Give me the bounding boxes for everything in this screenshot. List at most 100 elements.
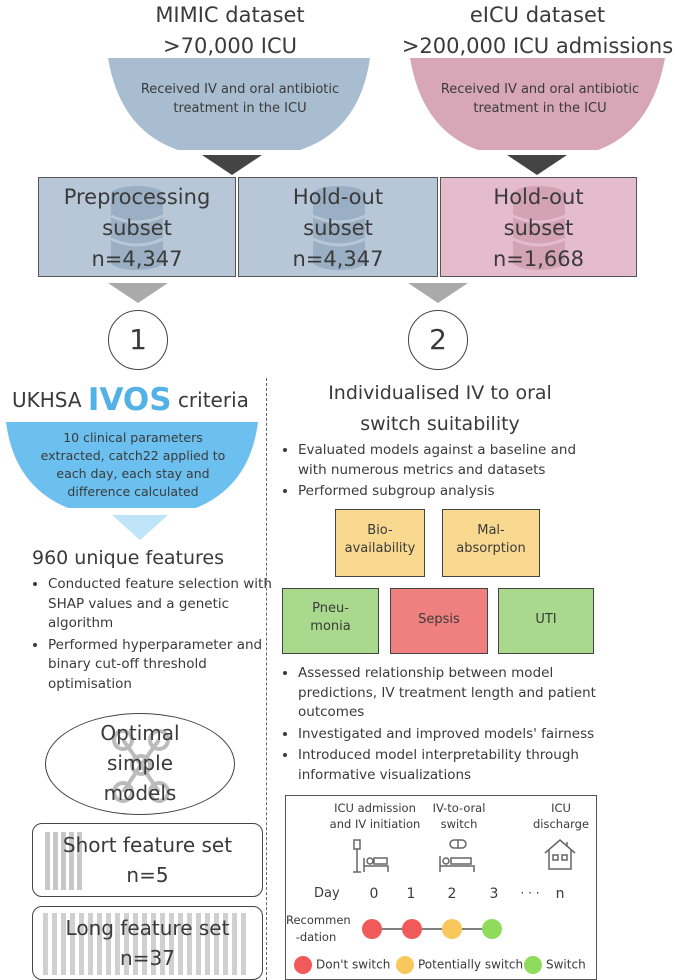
step-1-circle: 1 [108, 310, 168, 370]
short-feature-set-box: Short feature set n=5 [32, 823, 263, 897]
ivos-funnel [6, 422, 258, 540]
database-icon [110, 186, 164, 270]
subgroup-malabsorption: Mal- absorption [442, 509, 540, 577]
day-ellipsis: · · · [520, 886, 540, 900]
ivos-title: UKHSA IVOS criteria [12, 383, 262, 417]
event-label: IV-to-oral [432, 801, 486, 815]
recommendation-track [362, 919, 502, 939]
subgroup-label: UTI [535, 612, 557, 627]
subset-line1: Hold-out [292, 185, 384, 209]
models-line: models [103, 781, 177, 805]
subset-n: n=1,668 [492, 247, 585, 271]
long-set-title: Long feature set [65, 916, 230, 940]
eicu-funnel [410, 58, 665, 150]
legend-switch: Switch [524, 956, 586, 974]
ivos-title-prefix: UKHSA [12, 388, 82, 412]
day-value: 2 [447, 886, 457, 902]
long-feature-set-box: Long feature set n=37 [32, 906, 263, 980]
preprocessing-subset-box: Preprocessing subset n=4,347 [38, 177, 236, 277]
legend-potentially-switch: Potentially switch [396, 956, 523, 974]
legend-label: Don't switch [316, 957, 391, 972]
models-line: simple [106, 751, 173, 775]
mimic-title: MIMIC dataset [155, 3, 305, 27]
subset-line2: subset [503, 216, 574, 240]
database-icon [312, 186, 366, 270]
ivos-funnel-text: 10 clinical parameters extracted, catch2… [40, 430, 226, 499]
right-bullet: Investigated and improved models' fairne… [298, 725, 618, 745]
rec-label: Recommen [286, 913, 351, 927]
left-bullet: Performed hyperparameter and binary cut-… [48, 636, 273, 695]
event-label: discharge [532, 817, 590, 831]
event-label: and IV initiation [329, 817, 421, 831]
short-set-title: Short feature set [62, 833, 233, 857]
day-value: 1 [406, 886, 416, 902]
network-icon [112, 729, 170, 803]
ivos-title-suffix: criteria [177, 388, 249, 412]
hospital-bed-iv-icon [353, 839, 389, 873]
ivos-logo-text: IVOS [87, 382, 172, 418]
subgroup-label: absorption [456, 541, 526, 556]
subset-n: n=4,347 [292, 247, 384, 271]
right-bullet: Performed subgroup analysis [298, 482, 603, 502]
subgroup-label: Pneu- [312, 601, 349, 616]
rec-dot-potentially-switch [442, 919, 462, 939]
eicu-header: eICU dataset >200,000 ICU admissions [400, 0, 675, 62]
optimal-models-ellipse: Optimal simple models [45, 713, 235, 815]
eicu-arrow [507, 155, 567, 175]
event-label: switch [440, 817, 478, 831]
right-bottom-bullets: Assessed relationship between model pred… [282, 664, 618, 787]
step-2-circle: 2 [408, 310, 468, 370]
eicu-holdout-subset-box: Hold-out subset n=1,668 [440, 177, 637, 277]
right-top-bullets: Evaluated models against a baseline and … [282, 441, 603, 504]
rec-label: -dation [295, 930, 337, 944]
right-bullet: Evaluated models against a baseline and … [298, 441, 603, 480]
subset-line1: Preprocessing [63, 185, 211, 209]
timeline-box: ICU admission and IV initiation IV-to-or… [285, 795, 597, 980]
event-icu-admission: ICU admission and IV initiation [326, 800, 424, 832]
mimic-funnel [108, 58, 370, 150]
subset-n: n=4,347 [91, 247, 183, 271]
day-value: n [555, 886, 565, 902]
event-label: ICU [551, 801, 571, 815]
hospital-bed-pill-icon [439, 839, 475, 872]
mimic-funnel-text: Received IV and oral antibiotic treatmen… [140, 82, 340, 116]
unique-features-heading: 960 unique features [32, 547, 224, 569]
right-title-line: Individualised IV to oral [328, 382, 552, 404]
subset-line1: Hold-out [493, 185, 584, 209]
database-icon [512, 186, 566, 270]
subgroup-sepsis: Sepsis [390, 588, 488, 654]
optimal-models-label: Optimal simple models [46, 718, 234, 808]
top-funnels [108, 58, 665, 303]
legend-dont-switch: Don't switch [294, 956, 390, 974]
right-title: Individualised IV to oral switch suitabi… [290, 378, 590, 440]
subgroup-label: Bio- [367, 523, 393, 538]
legend-label: Switch [546, 957, 586, 972]
rec-dot-switch [482, 919, 502, 939]
event-icu-discharge: ICU discharge [528, 800, 594, 832]
recommendation-label: Recommen -dation [286, 912, 351, 946]
models-line: Optimal [100, 721, 180, 745]
feature-bars-icon [45, 832, 82, 890]
subgroup-label: Sepsis [418, 612, 460, 627]
subset-line2: subset [303, 216, 373, 240]
mimic-holdout-subset-box: Hold-out subset n=4,347 [238, 177, 438, 277]
subgroup-label: availability [344, 541, 416, 556]
day-label: Day [314, 886, 340, 901]
subgroup-bioavailability: Bio- availability [335, 509, 425, 577]
mimic-arrow [202, 155, 262, 175]
legend-swatch [524, 956, 542, 974]
long-set-n: n=37 [120, 946, 175, 970]
left-bullet: Conducted feature selection with SHAP va… [48, 575, 273, 634]
column-divider [266, 378, 267, 980]
subgroup-label: Mal- [477, 523, 505, 538]
left-bullet-list: Conducted feature selection with SHAP va… [32, 575, 273, 696]
arrow-to-step2 [408, 283, 468, 303]
subgroup-label: monia [310, 619, 351, 634]
day-value: 3 [489, 886, 499, 902]
event-iv-to-oral: IV-to-oral switch [424, 800, 494, 832]
right-bullet: Introduced model interpretability throug… [298, 746, 618, 785]
eicu-funnel-text: Received IV and oral antibiotic treatmen… [440, 82, 640, 116]
short-feature-set-label: Short feature set n=5 [33, 830, 262, 890]
rec-dot-dont-switch [362, 919, 382, 939]
right-title-line: switch suitability [360, 413, 520, 435]
